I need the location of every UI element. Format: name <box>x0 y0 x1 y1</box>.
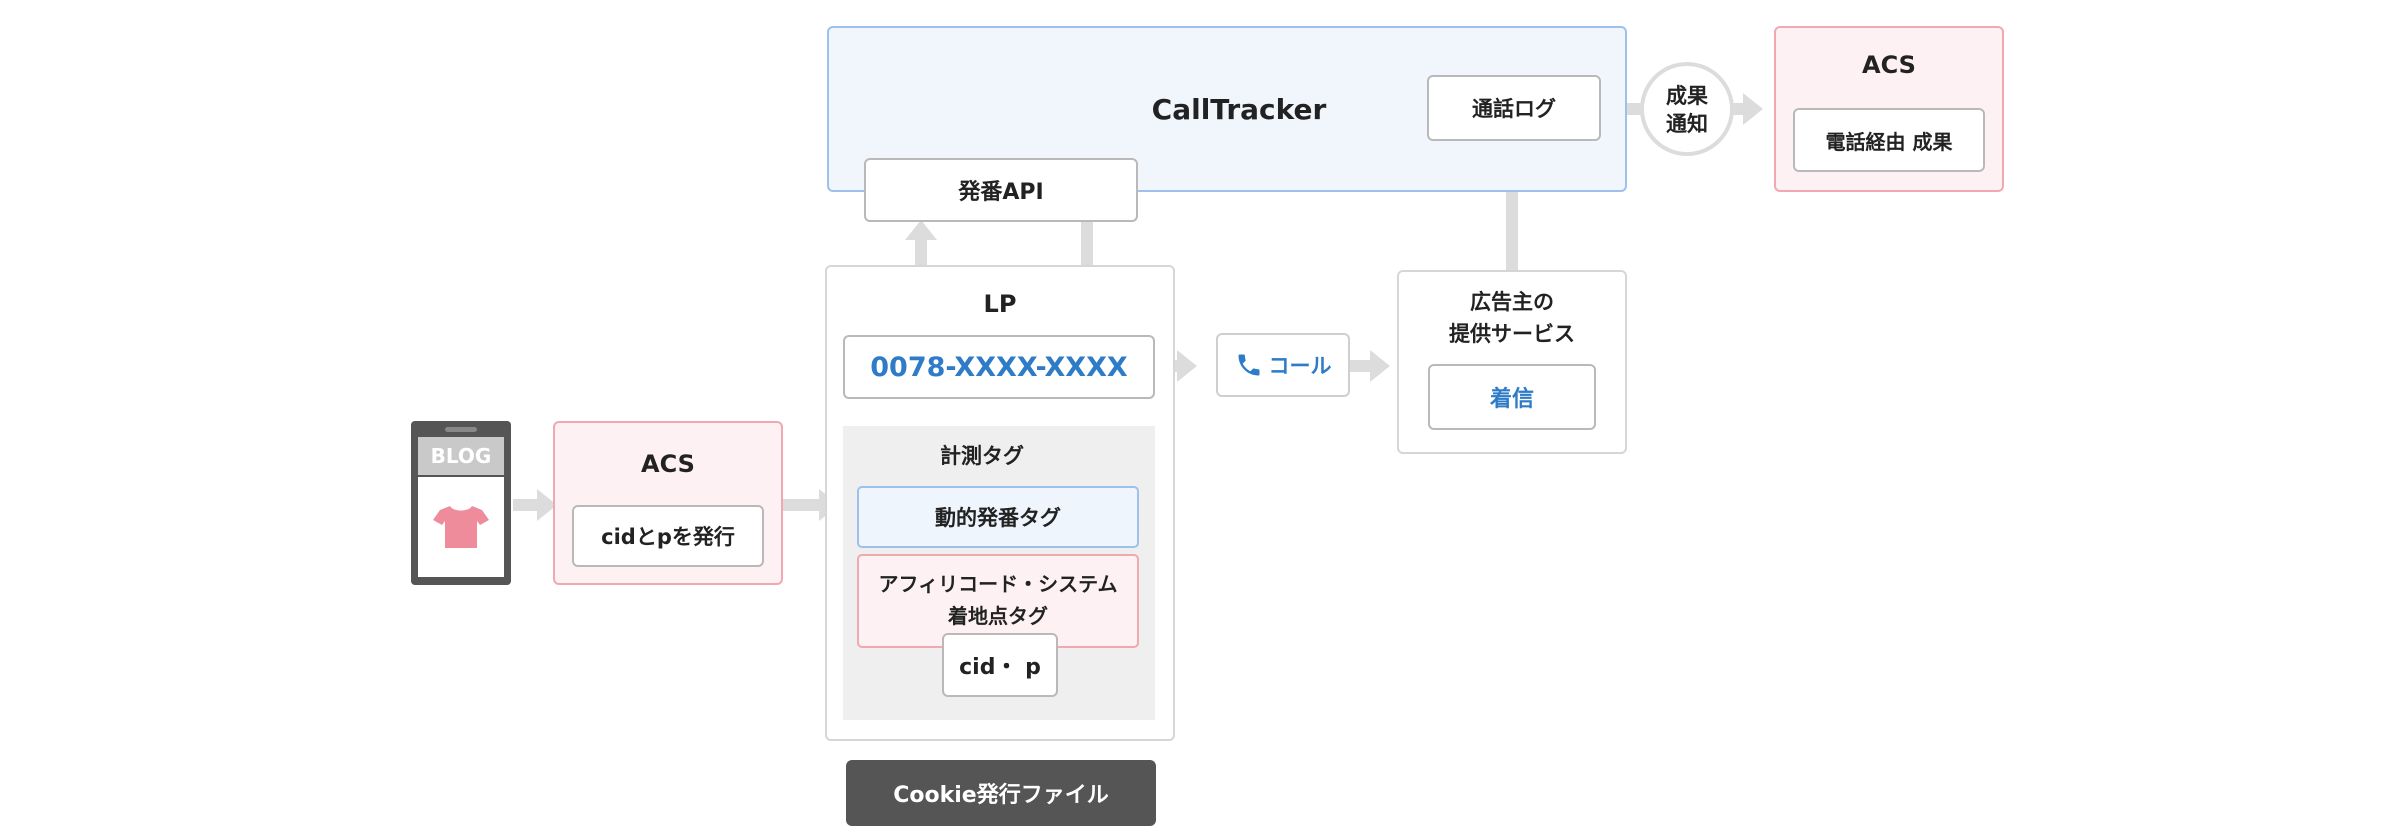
advertiser-panel: 広告主の 提供サービス 着信 <box>1397 270 1627 454</box>
acs-left-title: ACS <box>641 450 695 478</box>
tshirt-icon <box>433 506 489 548</box>
acs-right-title: ACS <box>1862 51 1916 79</box>
arrow-blog-to-acs <box>513 499 537 511</box>
advertiser-title-line2: 提供サービス <box>1449 322 1575 346</box>
acs-right-result-box: 電話経由 成果 <box>1793 108 1985 172</box>
calltracker-title: CallTracker <box>1151 92 1327 126</box>
lp-phone-number: 0078-XXXX-XXXX <box>843 335 1155 399</box>
acs-right-panel: ACS 電話経由 成果 <box>1774 26 2004 192</box>
acs-left-issue-box: cidとpを発行 <box>572 505 764 567</box>
incoming-call-box: 着信 <box>1428 364 1596 430</box>
phone-icon <box>1238 354 1259 376</box>
call-log-box: 通話ログ <box>1427 75 1601 141</box>
blog-device: BLOG <box>411 421 511 585</box>
blog-label: BLOG <box>418 437 504 475</box>
hatsuban-api-box: 発番API <box>864 158 1138 222</box>
affiliate-tag-box: アフィリコード・システム 着地点タグ <box>857 554 1139 648</box>
affiliate-tag-line2: 着地点タグ <box>948 603 1048 628</box>
cid-p-box: cid・ p <box>942 633 1058 697</box>
arrow-acs-to-lp <box>783 499 819 511</box>
affiliate-tag-line1: アフィリコード・システム <box>878 571 1118 596</box>
notify-line1: 成果 <box>1666 84 1708 108</box>
acs-left-panel: ACS cidとpを発行 <box>553 421 783 585</box>
result-notify-circle: 成果 通知 <box>1640 62 1734 156</box>
advertiser-title-line1: 広告主の <box>1470 290 1554 314</box>
cookie-file-button[interactable]: Cookie発行ファイル <box>846 760 1156 826</box>
notify-line2: 通知 <box>1666 112 1708 136</box>
measure-tag-title: 計測タグ <box>940 444 1024 468</box>
device-notch <box>445 427 477 432</box>
arrow-call-to-advertiser <box>1350 360 1370 372</box>
dynamic-tag-box: 動的発番タグ <box>857 486 1139 548</box>
blog-content <box>418 477 504 577</box>
lp-title: LP <box>983 290 1017 318</box>
call-label: コール <box>1268 354 1332 378</box>
call-box: コール <box>1216 333 1350 397</box>
